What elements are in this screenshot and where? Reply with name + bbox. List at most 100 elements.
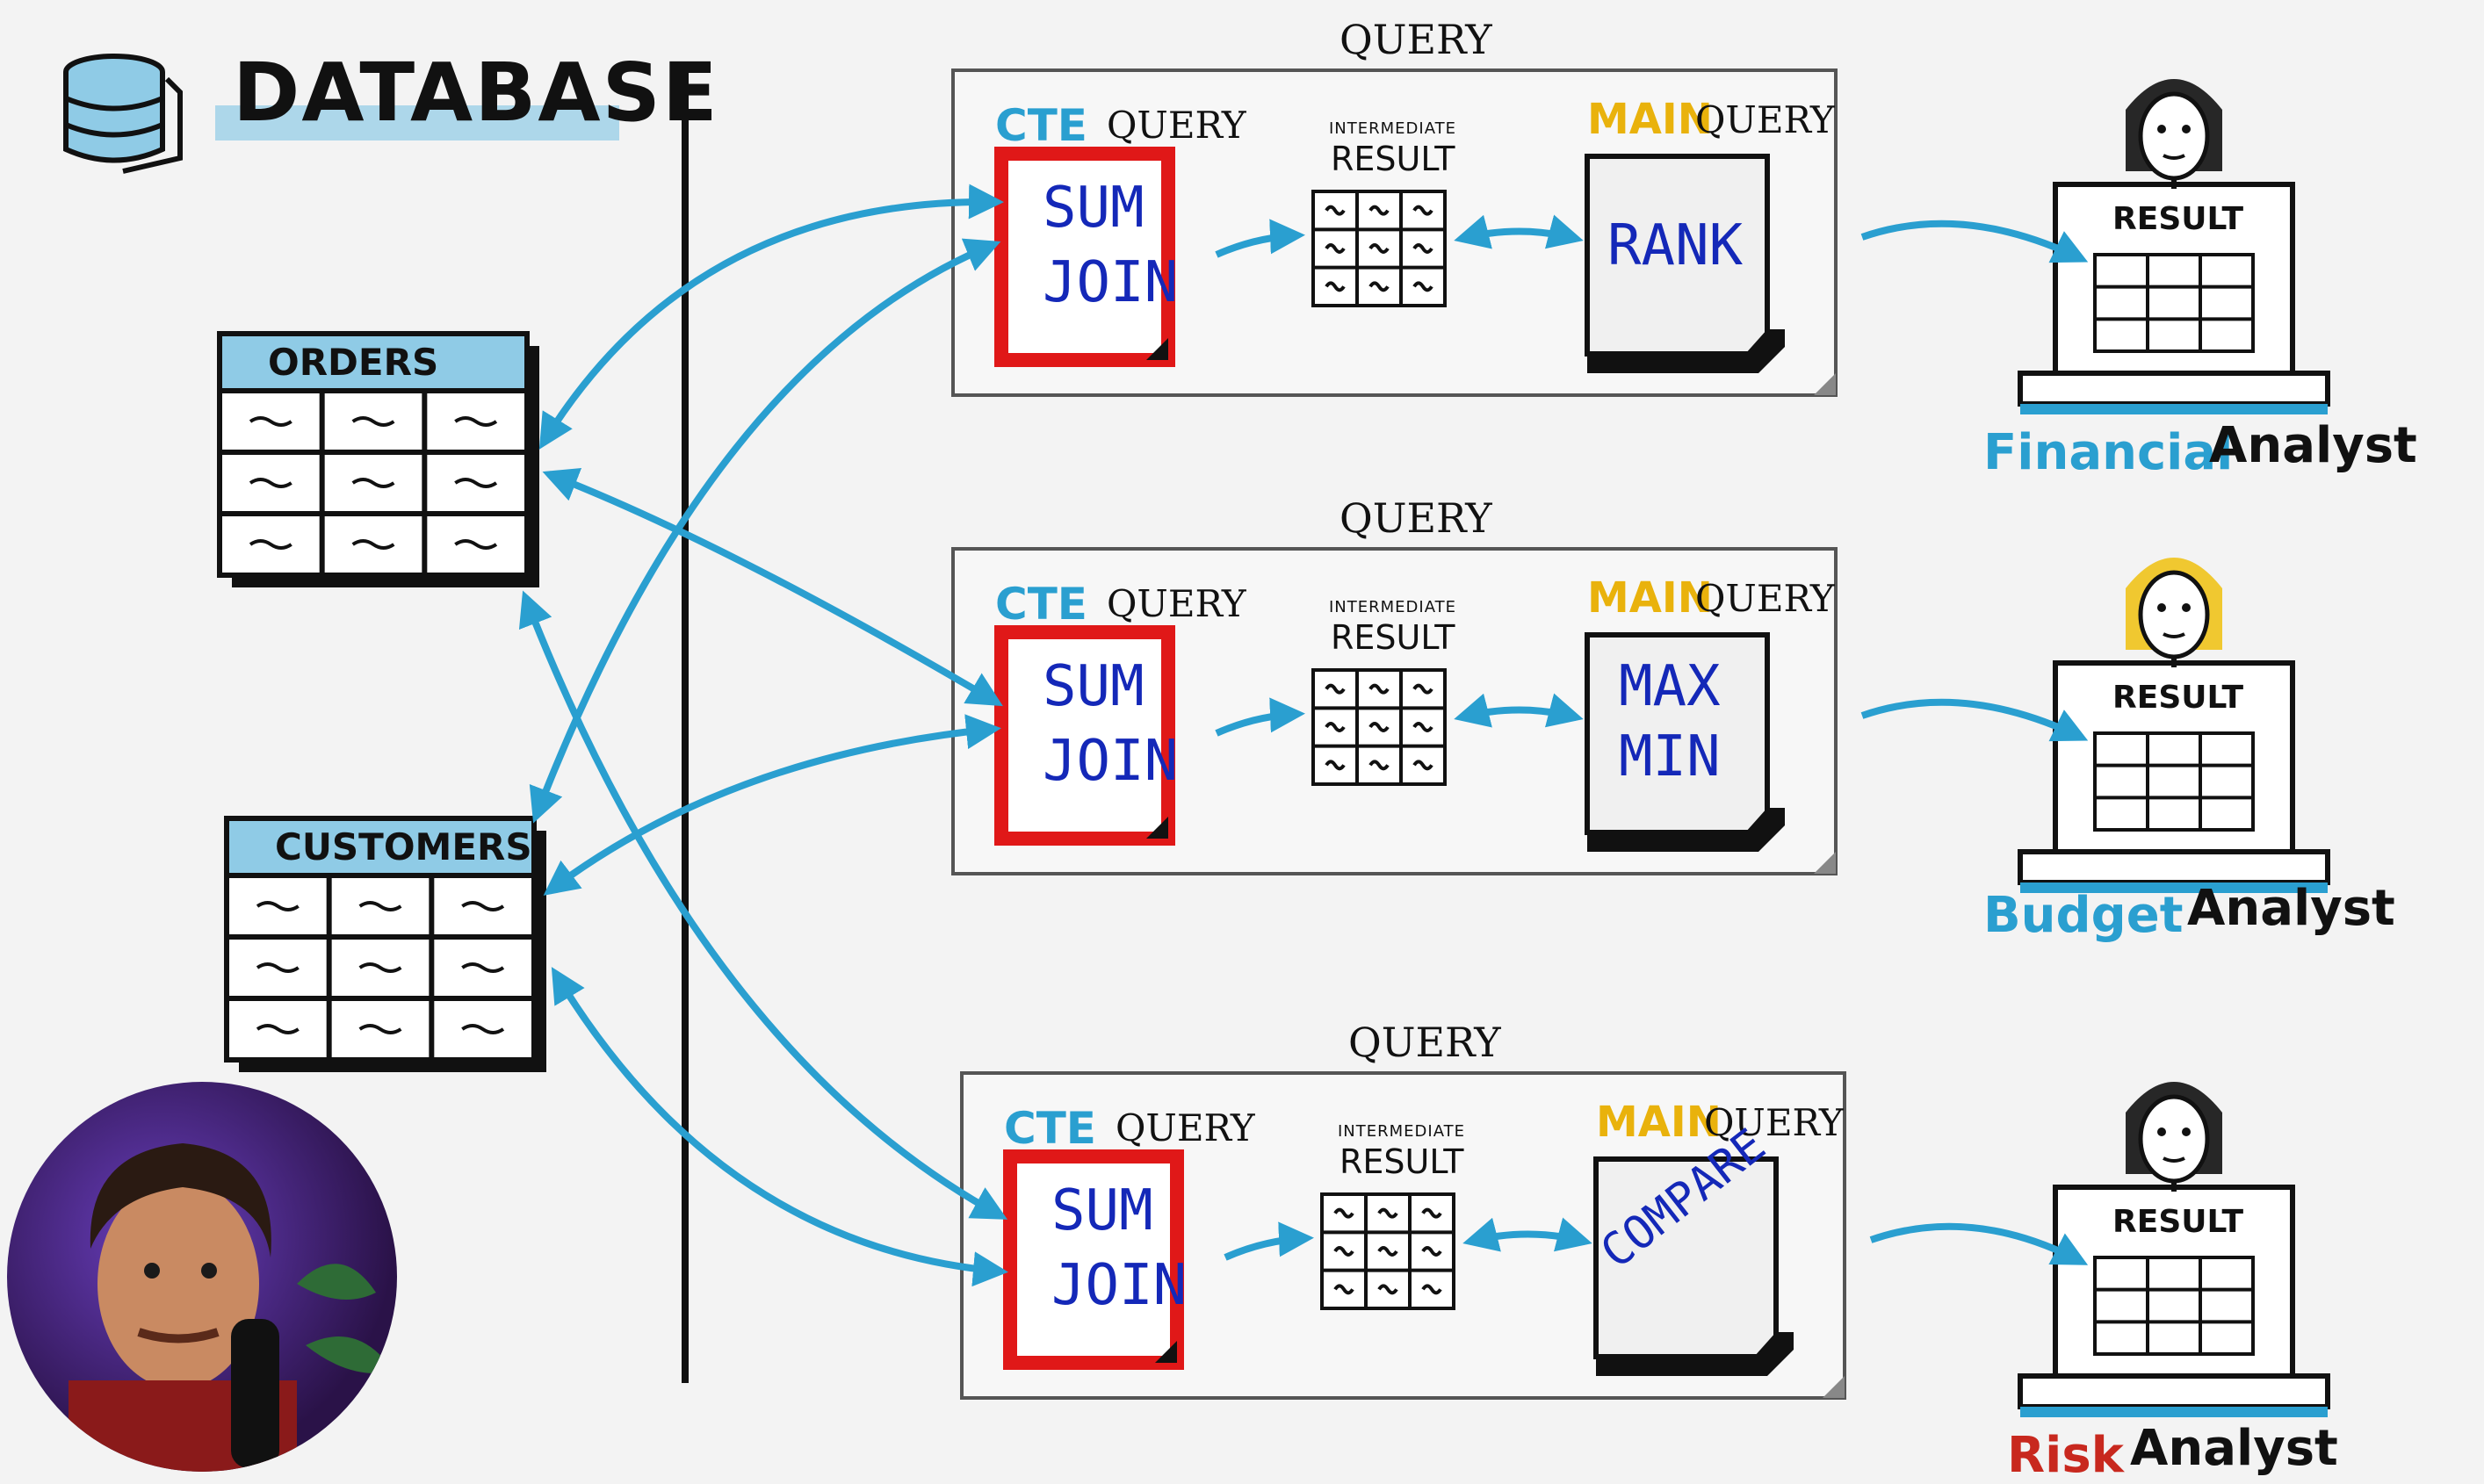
query-title: QUERY: [1348, 1019, 1501, 1066]
table-cell: [256, 1024, 300, 1034]
table-to-cte-arrow: [543, 714, 1001, 896]
analyst-face: [2138, 91, 2210, 181]
analyst-eye: [2182, 125, 2191, 133]
main-op-max: MAX: [1619, 654, 1721, 719]
table-cell: [249, 539, 292, 550]
cte-label: CTE: [1004, 1103, 1096, 1154]
table-cell: [358, 901, 402, 911]
table-title-customers: CUSTOMERS: [275, 825, 532, 868]
intermediate-cell: [1368, 760, 1390, 771]
table-cell: [256, 962, 300, 973]
main-to-result-arrow: [1869, 1222, 2089, 1265]
panel-fold: [1814, 852, 1836, 874]
analyst-face: [2138, 1094, 2210, 1184]
table-cell: [256, 901, 300, 911]
table-cell: [358, 1024, 402, 1034]
intermediate-cell: [1412, 281, 1433, 292]
diagram-svg: [63, 54, 2330, 1417]
intermediate-label: RESULT: [1339, 1142, 1464, 1181]
intermediate-main-arrow: [1454, 693, 1584, 728]
intermediate-cell: [1412, 243, 1433, 254]
monitor-base-stripe: [2020, 1407, 2328, 1417]
query-panel-2: [951, 547, 2330, 893]
intermediate-cell: [1368, 243, 1390, 254]
cte-op-sum: SUM: [1051, 1178, 1153, 1243]
analyst-mouth: [2163, 154, 2185, 160]
cte-op-join: JOIN: [1043, 729, 1179, 794]
main-box-shadow: [1596, 1332, 1794, 1376]
intermediate-cell: [1412, 683, 1433, 695]
panel-fold: [1814, 373, 1836, 395]
main-to-result-arrow: [1860, 220, 2089, 263]
analyst-mouth: [2163, 632, 2185, 638]
database-icon: [63, 54, 183, 174]
analyst-role: Budget: [1983, 887, 2184, 944]
intermediate-cell: [1325, 722, 1346, 732]
intermediate-cell: [1325, 243, 1346, 254]
intermediate-cell: [1412, 760, 1433, 771]
analyst-face: [2138, 570, 2210, 659]
analyst-suffix: Analyst: [2209, 417, 2417, 474]
result-grid-frame: [2093, 253, 2255, 353]
table-cell: [358, 962, 402, 973]
analyst-suffix: Analyst: [2187, 880, 2395, 937]
intermediate-cell: [1377, 1207, 1398, 1219]
result-label: RESULT: [2112, 680, 2244, 716]
intermediate-cell: [1421, 1284, 1442, 1295]
analyst-eye: [2157, 125, 2166, 133]
intermediate-label: RESULT: [1331, 618, 1455, 657]
cte-op-sum: SUM: [1043, 654, 1145, 719]
cte-to-intermediate-arrow: [1215, 219, 1305, 258]
cte-label: CTE: [995, 100, 1087, 151]
intermediate-cell: [1325, 760, 1346, 771]
main-suffix: QUERY: [1695, 98, 1835, 141]
result-label: RESULT: [2112, 201, 2244, 237]
cte-box: [994, 147, 1175, 367]
main-suffix: QUERY: [1704, 1101, 1844, 1144]
monitor-base: [2018, 849, 2330, 885]
intermediate-cell: [1325, 205, 1346, 216]
monitor-base: [2018, 1373, 2330, 1409]
main-suffix: QUERY: [1695, 577, 1835, 620]
table-to-cte-arrow: [551, 967, 1008, 1287]
intermediate-cell: [1333, 1246, 1354, 1257]
main-label: MAIN: [1587, 573, 1713, 623]
table-cell: [461, 901, 505, 911]
main-label: MAIN: [1596, 1098, 1722, 1147]
intermediate-main-arrow: [1462, 1217, 1592, 1252]
table-header: [217, 331, 530, 393]
table-orders: [217, 331, 539, 587]
main-box-shadow: [1587, 329, 1785, 373]
table-title-orders: ORDERS: [268, 341, 439, 384]
intermediate-small-label: INTERMEDIATE: [1338, 1122, 1466, 1141]
cte-suffix: QUERY: [1107, 582, 1246, 625]
intermediate-cell: [1412, 722, 1433, 732]
query-title: QUERY: [1339, 16, 1492, 63]
table-cell: [454, 478, 498, 488]
cte-op-join: JOIN: [1043, 250, 1179, 315]
cte-label: CTE: [995, 579, 1087, 630]
result-label: RESULT: [2112, 1204, 2244, 1240]
panel-fold: [1823, 1376, 1845, 1398]
intermediate-main-arrow: [1454, 214, 1584, 249]
table-cell: [249, 478, 292, 488]
intermediate-label: RESULT: [1331, 140, 1455, 178]
cte-suffix: QUERY: [1116, 1106, 1255, 1149]
cte-box-fold: [1155, 1341, 1177, 1363]
intermediate-cell: [1368, 205, 1390, 216]
table-to-cte-arrow: [529, 238, 1001, 824]
cte-op-sum: SUM: [1043, 176, 1145, 241]
analyst-eye: [2157, 1127, 2166, 1136]
main-box-shadow: [1587, 808, 1785, 852]
intermediate-cell: [1421, 1246, 1442, 1257]
intermediate-cell: [1333, 1207, 1354, 1219]
intermediate-cell: [1333, 1284, 1354, 1295]
monitor-base-stripe: [2020, 882, 2328, 893]
analyst-eye: [2182, 1127, 2191, 1136]
intermediate-cell: [1412, 205, 1433, 216]
cte-box-fold: [1146, 817, 1168, 839]
cte-to-intermediate-arrow: [1224, 1221, 1314, 1261]
main-op-min: MIN: [1619, 724, 1721, 789]
table-cell: [351, 478, 395, 488]
